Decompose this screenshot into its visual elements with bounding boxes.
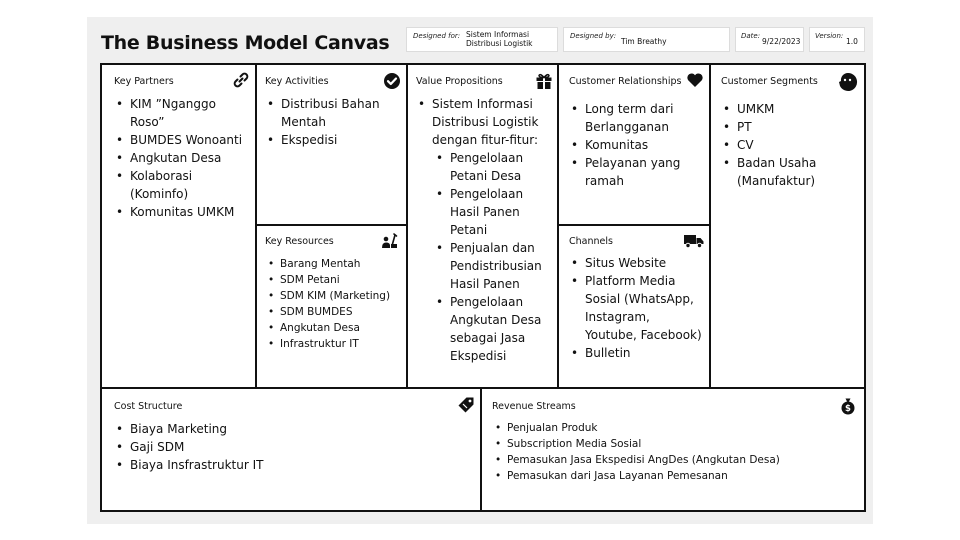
customer-segments-list: UMKM PT CV Badan Usaha (Manufaktur) bbox=[721, 100, 859, 190]
key-partners-title: Key Partners bbox=[114, 76, 174, 87]
worker-icon bbox=[380, 232, 398, 250]
key-resources-title: Key Resources bbox=[265, 236, 334, 247]
gift-icon bbox=[535, 72, 553, 90]
list-item: Sistem Informasi Distribusi Logistik den… bbox=[416, 95, 554, 365]
channels-title: Channels bbox=[569, 236, 613, 247]
list-item: Pemasukan dari Jasa Layanan Pemesanan bbox=[492, 468, 860, 484]
list-item: Subscription Media Sosial bbox=[492, 436, 860, 452]
cost-structure-block: Cost Structure Biaya Marketing Gaji SDM … bbox=[102, 389, 480, 510]
customer-relationships-title: Customer Relationships bbox=[569, 76, 682, 87]
list-item: Komunitas UMKM bbox=[114, 203, 244, 221]
list-item: SDM KIM (Marketing) bbox=[265, 288, 403, 304]
designed-for-box: Designed for: Sistem Informasi Distribus… bbox=[406, 27, 558, 52]
list-item: Angkutan Desa bbox=[265, 320, 403, 336]
face-icon bbox=[838, 72, 858, 92]
customer-relationships-block: Customer Relationships Long term dari Be… bbox=[559, 65, 709, 224]
list-item: Bulletin bbox=[569, 344, 703, 362]
divider bbox=[557, 65, 559, 387]
page-title: The Business Model Canvas bbox=[101, 32, 390, 54]
list-item: Angkutan Desa bbox=[114, 149, 244, 167]
list-item: CV bbox=[721, 136, 859, 154]
list-item: Situs Website bbox=[569, 254, 703, 272]
designed-for-label: Designed for: bbox=[413, 32, 461, 40]
list-item: Pengelolaan Angkutan Desa sebagai Jasa E… bbox=[432, 293, 554, 365]
key-partners-block: Key Partners KIM ”Nganggo Roso” BUMDES W… bbox=[102, 65, 255, 387]
list-item: Gaji SDM bbox=[114, 438, 464, 456]
channels-list: Situs Website Platform Media Sosial (Wha… bbox=[569, 254, 703, 362]
svg-text:$: $ bbox=[845, 404, 851, 414]
price-tag-icon bbox=[457, 396, 475, 414]
truck-icon bbox=[683, 231, 705, 249]
list-item: Infrastruktur IT bbox=[265, 336, 403, 352]
list-item: Biaya Insfrastruktur IT bbox=[114, 456, 464, 474]
list-item: KIM ”Nganggo Roso” bbox=[114, 95, 244, 131]
designed-by-value: Tim Breathy bbox=[621, 37, 667, 46]
designed-for-value-line1: Sistem Informasi bbox=[466, 30, 530, 39]
list-item: Platform Media Sosial (WhatsApp, Instagr… bbox=[569, 272, 703, 344]
divider bbox=[257, 224, 406, 226]
list-item: Penjualan dan Pendistribusian Hasil Pane… bbox=[432, 239, 554, 293]
key-activities-title: Key Activities bbox=[265, 76, 329, 87]
revenue-streams-list: Penjualan Produk Subscription Media Sosi… bbox=[492, 420, 860, 484]
divider bbox=[709, 65, 711, 387]
key-resources-block: Key Resources Barang Mentah SDM Petani S… bbox=[257, 226, 406, 387]
list-item: Biaya Marketing bbox=[114, 420, 464, 438]
list-item: Long term dari Berlangganan bbox=[569, 100, 703, 136]
divider bbox=[559, 224, 709, 226]
value-propositions-features: Pengelolaan Petani Desa Pengelolaan Hasi… bbox=[432, 149, 554, 365]
divider bbox=[480, 389, 482, 510]
value-propositions-list: Sistem Informasi Distribusi Logistik den… bbox=[416, 95, 554, 365]
list-item: PT bbox=[721, 118, 859, 136]
link-icon bbox=[232, 71, 250, 89]
cost-structure-title: Cost Structure bbox=[114, 401, 183, 412]
value-propositions-block: Value Propositions Sistem Informasi Dist… bbox=[408, 65, 557, 387]
revenue-streams-title: Revenue Streams bbox=[492, 401, 576, 412]
divider bbox=[102, 387, 864, 389]
check-circle-icon bbox=[383, 72, 401, 90]
value-propositions-title: Value Propositions bbox=[416, 76, 503, 87]
date-value: 9/22/2023 bbox=[762, 37, 801, 46]
list-item: Barang Mentah bbox=[265, 256, 403, 272]
channels-block: Channels Situs Website Platform Media So… bbox=[559, 226, 709, 387]
list-item: BUMDES Wonoanti bbox=[114, 131, 244, 149]
key-activities-list: Distribusi Bahan Mentah Ekspedisi bbox=[265, 95, 401, 149]
list-item: UMKM bbox=[721, 100, 859, 118]
list-item: SDM BUMDES bbox=[265, 304, 403, 320]
date-label: Date: bbox=[741, 32, 761, 40]
version-value: 1.0 bbox=[846, 37, 858, 46]
business-model-canvas: Key Partners KIM ”Nganggo Roso” BUMDES W… bbox=[100, 63, 866, 512]
list-item: Komunitas bbox=[569, 136, 703, 154]
divider bbox=[255, 65, 257, 387]
key-activities-block: Key Activities Distribusi Bahan Mentah E… bbox=[257, 65, 406, 224]
designed-by-label: Designed by: bbox=[570, 32, 617, 40]
money-bag-icon: $ bbox=[839, 397, 857, 415]
designed-by-box: Designed by: Tim Breathy bbox=[563, 27, 730, 52]
list-item: Pemasukan Jasa Ekspedisi AngDes (Angkuta… bbox=[492, 452, 860, 468]
heart-icon bbox=[686, 71, 704, 89]
version-label: Version: bbox=[815, 32, 844, 40]
list-item: Badan Usaha (Manufaktur) bbox=[721, 154, 859, 190]
customer-segments-block: Customer Segments UMKM PT CV Badan Usaha… bbox=[711, 65, 864, 387]
revenue-streams-block: Revenue Streams $ Penjualan Produk Subsc… bbox=[482, 389, 864, 510]
list-item: Pengelolaan Hasil Panen Petani bbox=[432, 185, 554, 239]
list-item: Pelayanan yang ramah bbox=[569, 154, 703, 190]
list-item: Distribusi Bahan Mentah bbox=[265, 95, 401, 131]
customer-segments-title: Customer Segments bbox=[721, 76, 818, 87]
list-item: Penjualan Produk bbox=[492, 420, 860, 436]
customer-relationships-list: Long term dari Berlangganan Komunitas Pe… bbox=[569, 100, 703, 190]
list-item: SDM Petani bbox=[265, 272, 403, 288]
key-partners-list: KIM ”Nganggo Roso” BUMDES Wonoanti Angku… bbox=[114, 95, 244, 221]
date-box: Date: 9/22/2023 bbox=[735, 27, 804, 52]
list-item: Kolaborasi (Kominfo) bbox=[114, 167, 244, 203]
value-propositions-intro: Sistem Informasi Distribusi Logistik den… bbox=[432, 97, 539, 147]
version-box: Version: 1.0 bbox=[809, 27, 865, 52]
divider bbox=[406, 65, 408, 387]
list-item: Ekspedisi bbox=[265, 131, 401, 149]
designed-for-value-line2: Distribusi Logistik bbox=[466, 39, 533, 48]
list-item: Pengelolaan Petani Desa bbox=[432, 149, 554, 185]
cost-structure-list: Biaya Marketing Gaji SDM Biaya Insfrastr… bbox=[114, 420, 464, 474]
key-resources-list: Barang Mentah SDM Petani SDM KIM (Market… bbox=[265, 256, 403, 352]
